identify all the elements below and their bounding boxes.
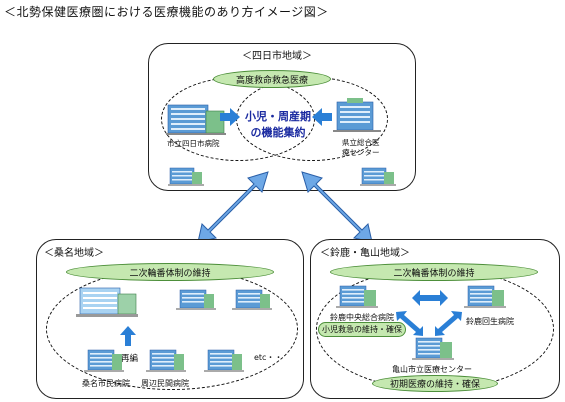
double-arrow-horizontal-icon: [412, 290, 448, 306]
center-text-line-1: 小児・周産期: [245, 110, 311, 123]
hospital-building-icon: [176, 289, 216, 310]
hospital-building-icon: [76, 287, 138, 317]
etc-label: etc・・: [254, 353, 283, 362]
hospital-label-suzuka-chuo: 鈴鹿中央総合病院: [330, 313, 394, 322]
double-arrow-right-icon: [301, 171, 373, 243]
merge-label: 再編: [121, 354, 139, 364]
double-arrow-diagonal-left-icon: [396, 311, 423, 336]
hospital-label-suzuka-kaisei: 鈴鹿回生病院: [466, 317, 514, 326]
secondary-rotation-pill-suzuka: 二次輪番体制の維持: [330, 263, 538, 281]
hospital-building-icon: [166, 104, 226, 135]
hospital-label-kameyama: 亀山市立医療センター: [392, 365, 472, 374]
hospital-building-icon: [168, 167, 204, 186]
hospital-label-kuwana-city: 桑名市民病院: [82, 379, 130, 388]
hospital-building-icon: [232, 289, 272, 310]
pediatric-emergency-pill: 小児救急の維持・確保: [318, 322, 406, 337]
hospital-building-icon: [412, 337, 454, 360]
hospital-building-icon: [204, 349, 244, 372]
arrow-up-icon: [120, 326, 136, 346]
advanced-emergency-pill: 高度救命救急医療: [213, 70, 331, 88]
region-label-yokkaichi: ＜四日市地域＞: [242, 51, 312, 62]
page-title: ＜北勢保健医療圏における医療機能のあり方イメージ図＞: [4, 5, 329, 19]
region-label-suzuka-kameyama: ＜鈴鹿・亀山地域＞: [320, 248, 410, 259]
hospital-building-icon: [84, 349, 124, 372]
center-text-line-2: の機能集約: [250, 126, 306, 139]
hospital-label-prefectural-1: 県立総合医: [342, 138, 380, 147]
arrow-left-icon: [312, 108, 332, 126]
hospital-building-icon: [336, 285, 378, 308]
region-label-kuwana: ＜桑名地域＞: [44, 248, 104, 259]
hospital-building-icon: [360, 167, 396, 186]
hospital-building-icon: [333, 98, 381, 132]
hospital-building-icon: [146, 349, 186, 372]
hospital-building-icon: [464, 285, 506, 308]
hospital-label-yokkaichi-city: 市立四日市病院: [167, 139, 220, 148]
hospital-label-prefectural-2: 療センター: [342, 148, 380, 157]
secondary-rotation-pill-kuwana: 二次輪番体制の維持: [66, 263, 274, 281]
hospital-label-private: 周辺民間病院: [141, 379, 189, 388]
arrow-right-icon: [220, 108, 240, 126]
double-arrow-left-icon: [197, 171, 269, 243]
double-arrow-diagonal-right-icon: [435, 311, 462, 336]
primary-care-pill: 初期医療の維持・確保: [372, 375, 498, 392]
